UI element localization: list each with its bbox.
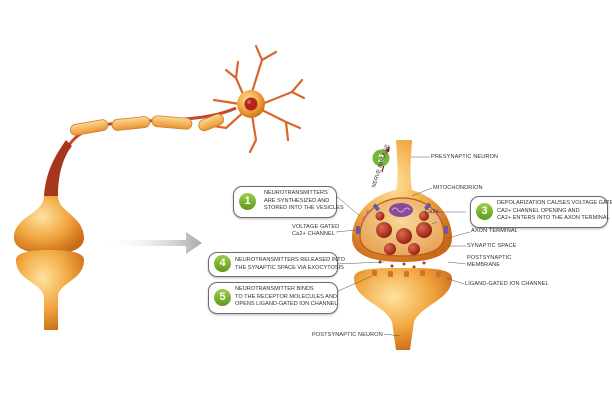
label-voltage-gated-1: VOLTAGE GATED — [292, 224, 340, 230]
step-4-badge: 4 — [214, 255, 231, 272]
label-voltage-gated-2: Ca2+ CHANNEL — [292, 231, 336, 237]
overview-synapse — [14, 196, 84, 330]
label-postsynaptic-membrane-2: MEMBRANE — [467, 262, 501, 268]
step-1-badge: 1 — [239, 193, 256, 210]
myelinated-axon — [44, 106, 237, 196]
step-2-number: 2 — [378, 153, 384, 165]
ca-channels — [356, 202, 448, 234]
presynaptic-terminal — [352, 140, 452, 274]
label-ligand-gated-channel: LIGAND-GATED ION CHANNEL — [465, 281, 549, 287]
step-1-text: NEUROTRANSMITTERS ARE SYNTHESIZED AND ST… — [264, 190, 344, 212]
step-4-text: NEUROTRANSMITTERS RELEASED INTO THE SYNA… — [235, 257, 345, 271]
leader-lines — [335, 156, 471, 337]
label-axon-terminal: AXON TERMINAL — [471, 228, 518, 234]
step-3-box: 3 DEPOLARIZATION CAUSES VOLTAGE GATED Ca… — [470, 196, 612, 228]
step-5-box: 5 NEUROTRANSMITTER BINDS TO THE RECEPTOR… — [208, 282, 338, 314]
step-5-badge: 5 — [214, 289, 231, 306]
step-4-box: 4 NEUROTRANSMITTERS RELEASED INTO THE SY… — [208, 252, 345, 277]
zoom-arrow — [104, 232, 202, 254]
label-mitochondrion: MITOCHONDRION — [433, 185, 483, 191]
step-3-text: DEPOLARIZATION CAUSES VOLTAGE GATED Ca2+… — [497, 200, 612, 222]
synaptic-vesicles — [375, 211, 432, 255]
neuron-soma — [212, 44, 306, 154]
label-postsynaptic-membrane-1: POSTSYNAPTIC — [467, 255, 512, 261]
mitochondrion-shape — [389, 203, 413, 217]
step-3-badge: 3 — [476, 203, 493, 220]
postsynaptic-neuron-shape — [354, 268, 452, 350]
step-5-text: NEUROTRANSMITTER BINDS TO THE RECEPTOR M… — [235, 286, 338, 308]
label-synaptic-space: SYNAPTIC SPACE — [467, 243, 517, 249]
step-1-box: 1 NEUROTRANSMITTERS ARE SYNTHESIZED AND … — [233, 186, 344, 218]
step-2-badge: 2 NERVE IMPULSE — [371, 143, 391, 188]
label-ca-ion: Ca2+ — [425, 209, 439, 215]
label-presynaptic-neuron: PRESYNAPTIC NEURON — [431, 154, 499, 160]
label-postsynaptic-neuron: POSTSYNAPTIC NEURON — [312, 332, 383, 338]
